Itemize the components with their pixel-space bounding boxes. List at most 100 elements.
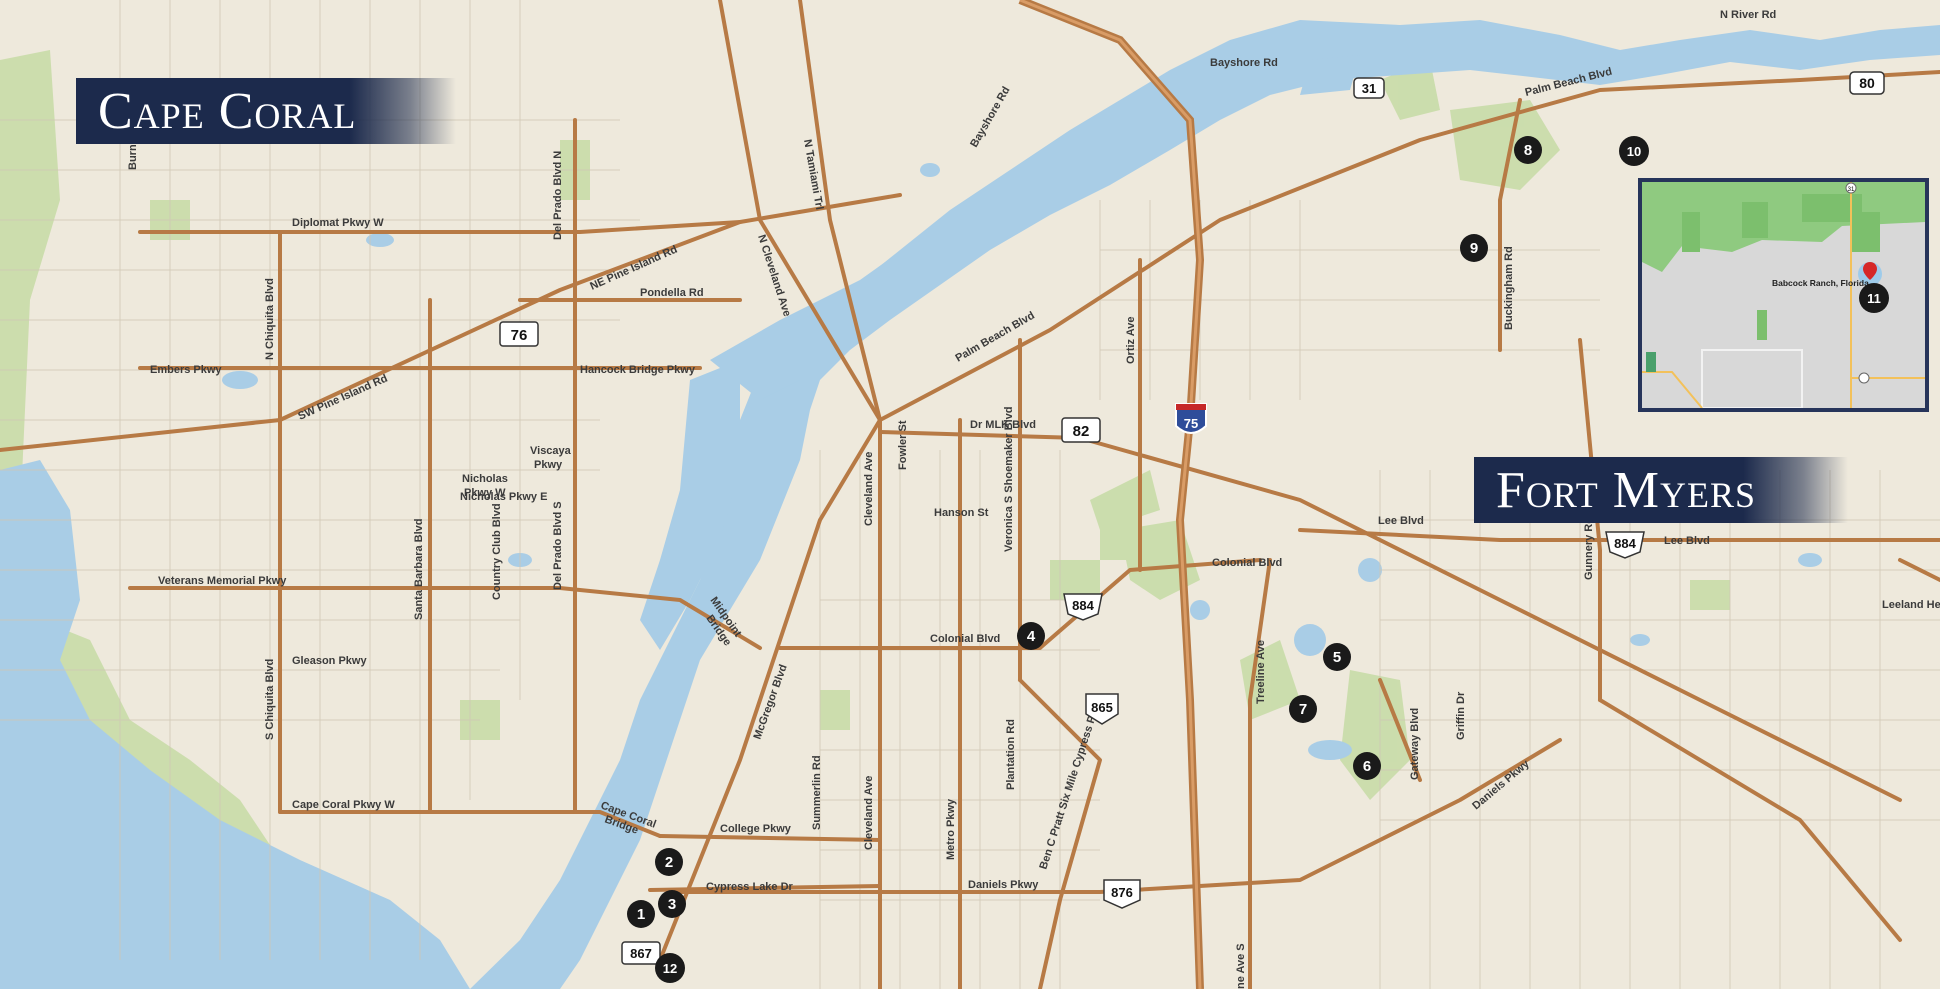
svg-text:884: 884 bbox=[1072, 598, 1094, 613]
inset-shield-31: 31 bbox=[1848, 187, 1855, 193]
marker-5[interactable]: 5 bbox=[1323, 643, 1351, 671]
marker-3[interactable]: 3 bbox=[658, 890, 686, 918]
marker-11[interactable]: 11 bbox=[1859, 283, 1889, 313]
label-veronica-shoemaker: Veronica S Shoemaker Blvd bbox=[1003, 406, 1015, 552]
label-embers-pkwy: Embers Pkwy bbox=[150, 364, 222, 376]
inset-map[interactable]: 31 Babcock Ranch, Florida 11 bbox=[1638, 178, 1929, 412]
label-lee-blvd-w: Lee Blvd bbox=[1378, 515, 1424, 527]
label-del-prado-n: Del Prado Blvd N bbox=[552, 151, 564, 240]
svg-text:884: 884 bbox=[1614, 536, 1636, 551]
marker-2[interactable]: 2 bbox=[655, 848, 683, 876]
label-treeline-ave-s: ne Ave S bbox=[1235, 943, 1247, 989]
label-nicholas-w-2: Pkwy W bbox=[464, 487, 506, 499]
svg-text:11: 11 bbox=[1867, 291, 1881, 306]
svg-text:82: 82 bbox=[1073, 423, 1090, 440]
label-buckingham-rd: Buckingham Rd bbox=[1503, 246, 1515, 330]
inset-map-graphic: 31 Babcock Ranch, Florida 11 bbox=[1642, 182, 1925, 408]
shield-876: 876 bbox=[1103, 879, 1141, 909]
inset-label: Babcock Ranch, Florida bbox=[1772, 278, 1869, 288]
label-summerlin: Summerlin Rd bbox=[811, 755, 823, 830]
marker-10[interactable]: 10 bbox=[1619, 136, 1649, 166]
shield-us80: 80 bbox=[1849, 71, 1885, 95]
label-colonial-blvd-w: Colonial Blvd bbox=[930, 633, 1000, 645]
svg-text:867: 867 bbox=[630, 946, 652, 961]
svg-text:5: 5 bbox=[1333, 649, 1341, 666]
marker-6[interactable]: 6 bbox=[1353, 752, 1381, 780]
svg-text:80: 80 bbox=[1859, 75, 1875, 91]
label-nicholas-pkwy-e: Nicholas Pkwy E bbox=[460, 491, 547, 503]
label-dr-mlk: Dr MLK Blvd bbox=[970, 419, 1036, 431]
label-metro-pkwy: Metro Pkwy bbox=[945, 798, 957, 860]
svg-text:4: 4 bbox=[1027, 628, 1036, 645]
svg-text:76: 76 bbox=[511, 327, 528, 344]
shield-867: 867 bbox=[621, 941, 661, 965]
label-cape-coral-pkwy: Cape Coral Pkwy W bbox=[292, 799, 395, 811]
shield-884: 884 bbox=[1063, 593, 1103, 621]
svg-text:75: 75 bbox=[1184, 416, 1198, 431]
svg-text:1: 1 bbox=[637, 906, 645, 923]
region-label-cape-coral: Cape Coral bbox=[98, 82, 357, 140]
svg-text:2: 2 bbox=[665, 854, 673, 871]
label-treeline-ave: Treeline Ave bbox=[1255, 640, 1267, 704]
marker-12[interactable]: 12 bbox=[655, 953, 685, 983]
label-college-pkwy: College Pkwy bbox=[720, 823, 792, 835]
svg-text:865: 865 bbox=[1091, 700, 1113, 715]
svg-text:7: 7 bbox=[1299, 701, 1307, 718]
label-gunnery-rd: Gunnery Rd S bbox=[1583, 507, 1595, 580]
label-veterans-memorial: Veterans Memorial Pkwy bbox=[158, 575, 287, 587]
svg-text:10: 10 bbox=[1627, 144, 1641, 159]
label-pondella-rd: Pondella Rd bbox=[640, 287, 704, 299]
label-daniels-pkwy-w: Daniels Pkwy bbox=[968, 879, 1039, 891]
shield-884-east: 884 bbox=[1605, 531, 1645, 559]
shield-82: 82 bbox=[1061, 417, 1101, 443]
label-santa-barbara: Santa Barbara Blvd bbox=[413, 519, 425, 620]
shield-865: 865 bbox=[1085, 693, 1119, 725]
shield-us31: 31 bbox=[1353, 77, 1385, 99]
label-griffin-dr: Griffin Dr bbox=[1455, 691, 1467, 740]
label-ortiz-ave: Ortiz Ave bbox=[1125, 317, 1137, 364]
svg-text:876: 876 bbox=[1111, 885, 1133, 900]
label-del-prado-s: Del Prado Blvd S bbox=[552, 501, 564, 590]
shield-i75: 75 bbox=[1175, 403, 1207, 434]
label-lee-blvd-e: Lee Blvd bbox=[1664, 535, 1710, 547]
shield-76: 76 bbox=[499, 321, 539, 347]
svg-text:8: 8 bbox=[1524, 142, 1532, 159]
region-banner-cape-coral: Cape Coral bbox=[76, 78, 456, 144]
svg-text:3: 3 bbox=[668, 896, 676, 913]
label-country-club: Country Club Blvd bbox=[491, 503, 503, 600]
region-label-fort-myers: Fort Myers bbox=[1496, 461, 1757, 519]
label-gleason-pkwy: Gleason Pkwy bbox=[292, 655, 367, 667]
label-burnt-store: Burn bbox=[127, 144, 139, 170]
label-diplomat-pkwy: Diplomat Pkwy W bbox=[292, 217, 384, 229]
label-viscaya-1: Viscaya bbox=[530, 445, 572, 457]
label-hancock-bridge-pkwy: Hancock Bridge Pkwy bbox=[580, 364, 696, 376]
label-cleveland-ave: Cleveland Ave bbox=[863, 452, 875, 526]
label-nicholas-w-1: Nicholas bbox=[462, 473, 508, 485]
marker-4[interactable]: 4 bbox=[1017, 622, 1045, 650]
location-markers: 1 2 3 4 5 6 7 8 bbox=[627, 136, 1649, 983]
label-cypress-lake: Cypress Lake Dr bbox=[706, 881, 794, 893]
marker-9[interactable]: 9 bbox=[1460, 234, 1488, 262]
map-pin-icon bbox=[1863, 262, 1877, 280]
label-n-river-rd: N River Rd bbox=[1720, 9, 1776, 21]
label-leeland-hts: Leeland Hei bbox=[1882, 599, 1940, 611]
route-shields: 31 80 76 82 75 884 884 865 bbox=[499, 71, 1885, 965]
label-gateway-blvd: Gateway Blvd bbox=[1409, 708, 1421, 780]
svg-text:31: 31 bbox=[1362, 81, 1376, 96]
marker-8[interactable]: 8 bbox=[1514, 136, 1542, 164]
label-viscaya-2: Pkwy bbox=[534, 459, 563, 471]
label-s-chiquita: S Chiquita Blvd bbox=[264, 659, 276, 740]
svg-text:6: 6 bbox=[1363, 758, 1371, 775]
svg-text:9: 9 bbox=[1470, 240, 1478, 257]
marker-1[interactable]: 1 bbox=[627, 900, 655, 928]
label-hanson-st: Hanson St bbox=[934, 507, 989, 519]
label-fowler-st: Fowler St bbox=[897, 420, 909, 470]
label-plantation-rd: Plantation Rd bbox=[1005, 719, 1017, 790]
region-banner-fort-myers: Fort Myers bbox=[1474, 457, 1848, 523]
label-colonial-blvd-e: Colonial Blvd bbox=[1212, 557, 1282, 569]
label-n-chiquita: N Chiquita Blvd bbox=[264, 278, 276, 360]
water-bodies bbox=[0, 20, 1940, 989]
interstate-75-centerline bbox=[1019, 0, 1202, 989]
marker-7[interactable]: 7 bbox=[1289, 695, 1317, 723]
